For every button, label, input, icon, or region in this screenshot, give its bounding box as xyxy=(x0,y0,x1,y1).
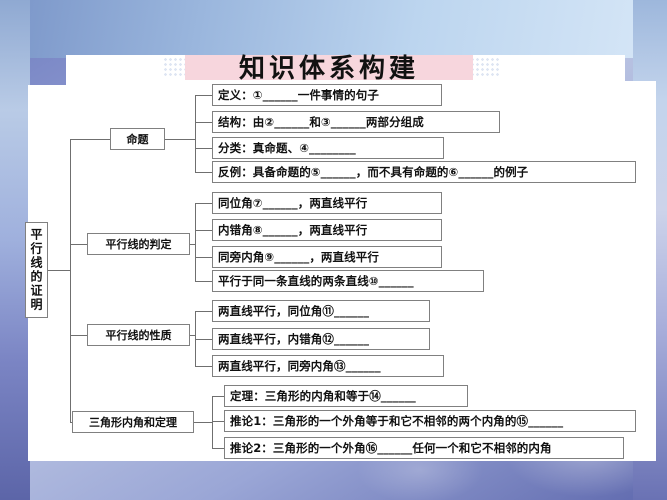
leaf-node-3-3-label: 两直线平行，同旁内角⑬______ xyxy=(218,359,381,373)
title-band xyxy=(185,55,473,80)
top-gradient-band xyxy=(0,0,667,58)
branch-connector-4 xyxy=(70,422,72,423)
branch-1-spine xyxy=(195,95,196,172)
branch-2-spine xyxy=(195,203,196,281)
branch-node-1: 命题 xyxy=(110,128,165,150)
leaf-connector-4-1 xyxy=(212,396,224,397)
leaf-node-2-4: 平行于同一条直线的两条直线⑩______ xyxy=(212,270,484,292)
leaf-connector-1-1 xyxy=(195,95,212,96)
leaf-connector-2-3 xyxy=(195,257,212,258)
leaf-node-4-2-label: 推论1：三角形的一个外角等于和它不相邻的两个内角的⑮______ xyxy=(230,414,564,428)
branch-node-4: 三角形内角和定理 xyxy=(72,411,194,433)
leaf-connector-4-2 xyxy=(212,421,224,422)
leaf-connector-4-3 xyxy=(212,448,224,449)
leaf-node-3-2-label: 两直线平行，内错角⑫______ xyxy=(218,332,370,346)
leaf-connector-2-4 xyxy=(195,281,212,282)
branch-node-3-label: 平行线的性质 xyxy=(105,329,172,342)
branch-1-stem xyxy=(165,139,195,140)
branch-3-spine xyxy=(195,311,196,366)
leaf-node-1-1: 定义：①______一件事情的句子 xyxy=(212,84,442,106)
leaf-connector-3-2 xyxy=(195,339,212,340)
leaf-node-3-2: 两直线平行，内错角⑫______ xyxy=(212,328,430,350)
leaf-node-4-3-label: 推论2：三角形的一个外角⑯______任何一个和它不相邻的内角 xyxy=(230,441,552,455)
leaf-node-2-2-label: 内错角⑧______，两直线平行 xyxy=(218,223,368,237)
leaf-node-1-4: 反例：具备命题的⑤______，而不具有命题的⑥______的例子 xyxy=(212,161,636,183)
leaf-node-2-4-label: 平行于同一条直线的两条直线⑩______ xyxy=(218,274,414,288)
leaf-node-3-1-label: 两直线平行，同位角⑪______ xyxy=(218,304,370,318)
branch-4-stem xyxy=(194,422,212,423)
leaf-node-2-1-label: 同位角⑦______，两直线平行 xyxy=(218,196,368,210)
leaf-node-4-1-label: 定理：三角形的内角和等于⑭______ xyxy=(230,389,416,403)
root-stem xyxy=(48,270,70,271)
leaf-node-4-1: 定理：三角形的内角和等于⑭______ xyxy=(224,385,468,407)
branch-connector-3 xyxy=(70,335,87,336)
branch-node-2-label: 平行线的判定 xyxy=(105,238,172,251)
page-title: 知识体系构建 xyxy=(238,53,419,84)
branch-connector-1 xyxy=(70,139,110,140)
branch-node-2: 平行线的判定 xyxy=(87,233,190,255)
root-node: 平行线的证明 xyxy=(25,222,48,318)
leaf-node-2-2: 内错角⑧______，两直线平行 xyxy=(212,219,442,241)
branch-connector-2 xyxy=(70,244,87,245)
branch-2-stem xyxy=(190,244,195,245)
leaf-node-4-2: 推论1：三角形的一个外角等于和它不相邻的两个内角的⑮______ xyxy=(224,410,636,432)
leaf-node-2-3-label: 同旁内角⑨______，两直线平行 xyxy=(218,250,379,264)
branch-node-4-label: 三角形内角和定理 xyxy=(89,416,177,429)
leaf-connector-1-4 xyxy=(195,172,212,173)
leaf-node-3-3: 两直线平行，同旁内角⑬______ xyxy=(212,355,444,377)
leaf-node-1-4-label: 反例：具备命题的⑤______，而不具有命题的⑥______的例子 xyxy=(218,165,529,179)
leaf-node-1-2-label: 结构：由②______和③______两部分组成 xyxy=(218,115,424,129)
root-spine xyxy=(70,139,71,422)
leaf-node-1-3: 分类：真命题、④________ xyxy=(212,137,444,159)
leaf-node-1-2: 结构：由②______和③______两部分组成 xyxy=(212,111,500,133)
leaf-node-4-3: 推论2：三角形的一个外角⑯______任何一个和它不相邻的内角 xyxy=(224,437,624,459)
leaf-node-3-1: 两直线平行，同位角⑪______ xyxy=(212,300,430,322)
leaf-connector-3-1 xyxy=(195,311,212,312)
branch-node-1-label: 命题 xyxy=(126,133,149,146)
leaf-connector-2-1 xyxy=(195,203,212,204)
leaf-connector-1-3 xyxy=(195,148,212,149)
leaf-node-2-3: 同旁内角⑨______，两直线平行 xyxy=(212,246,442,268)
branch-4-spine xyxy=(212,396,213,448)
leaf-connector-1-2 xyxy=(195,122,212,123)
branch-node-3: 平行线的性质 xyxy=(87,324,190,346)
leaf-connector-2-2 xyxy=(195,230,212,231)
leaf-node-1-1-label: 定义：①______一件事情的句子 xyxy=(218,88,379,102)
branch-3-stem xyxy=(190,335,195,336)
leaf-node-2-1: 同位角⑦______，两直线平行 xyxy=(212,192,442,214)
root-node-label: 平行线的证明 xyxy=(29,228,43,312)
leaf-node-1-3-label: 分类：真命题、④________ xyxy=(218,141,356,155)
leaf-connector-3-3 xyxy=(195,366,212,367)
